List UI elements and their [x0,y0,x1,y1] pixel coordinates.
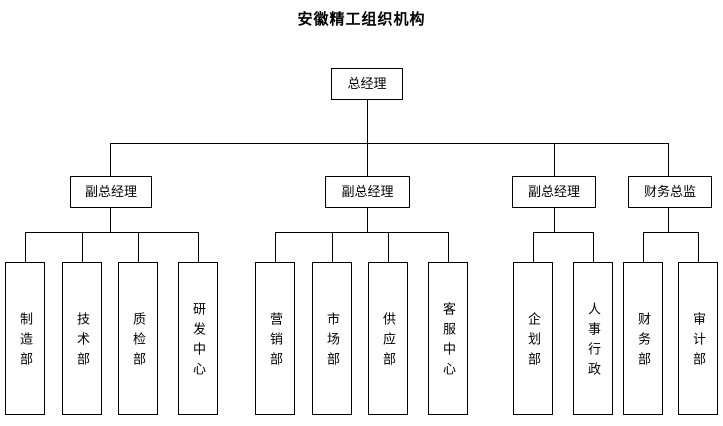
org-node-level2-3[interactable]: 财务总监 [628,176,712,208]
node-label: 人事行政 [585,301,600,382]
org-node-level3-3[interactable]: 研发中心 [178,262,218,415]
node-label: 市场部 [324,311,339,372]
connector-level2-stem-1 [367,208,368,232]
connector-level2-stem-0 [110,208,111,232]
connector-level2-drop-0 [110,143,111,176]
org-node-level3-5[interactable]: 市场部 [312,262,352,415]
connector-level2-drop-2 [554,143,555,176]
connector-child-drop-8 [533,232,534,262]
connector-level2-drop-3 [668,143,669,176]
node-label: 质检部 [130,311,145,372]
node-label: 副总经理 [341,184,394,200]
node-label: 总经理 [347,76,387,92]
node-label: 财务部 [635,311,650,372]
connector-child-drop-1 [82,232,83,262]
node-label: 技术部 [74,311,89,372]
connector-child-drop-5 [332,232,333,262]
connector-child-drop-11 [698,232,699,262]
org-node-level2-0[interactable]: 副总经理 [70,176,152,208]
connector-child-drop-0 [25,232,26,262]
org-node-level3-8[interactable]: 企划部 [513,262,553,415]
page-title: 安徽精工组织机构 [297,10,426,28]
connector-group-bus-0 [25,232,198,233]
connector-main-bus [110,143,668,144]
connector-child-drop-4 [275,232,276,262]
node-label: 审计部 [690,311,705,372]
connector-level2-drop-1 [367,143,368,176]
connector-child-drop-2 [138,232,139,262]
connector-level2-stem-2 [554,208,555,232]
org-node-level3-11[interactable]: 审计部 [678,262,718,415]
org-node-level3-10[interactable]: 财务部 [623,262,663,415]
org-node-level3-9[interactable]: 人事行政 [573,262,613,415]
node-label: 营销部 [267,311,282,372]
connector-group-bus-3 [643,232,698,233]
connector-level2-stem-3 [668,208,669,232]
connector-child-drop-6 [388,232,389,262]
org-node-level3-7[interactable]: 客服中心 [428,262,468,415]
org-node-level3-1[interactable]: 技术部 [62,262,102,415]
connector-child-drop-3 [198,232,199,262]
connector-child-drop-7 [448,232,449,262]
node-label: 研发中心 [190,301,205,382]
node-label: 副总经理 [84,184,137,200]
connector-child-drop-9 [593,232,594,262]
org-node-level3-6[interactable]: 供应部 [368,262,408,415]
node-label: 企划部 [525,311,540,372]
node-label: 客服中心 [440,301,455,382]
connector-root-drop [367,100,368,143]
node-label: 财务总监 [643,184,696,200]
connector-group-bus-1 [275,232,448,233]
org-node-level2-1[interactable]: 副总经理 [325,176,410,208]
connector-group-bus-2 [533,232,593,233]
org-node-general-manager[interactable]: 总经理 [331,68,403,100]
node-label: 副总经理 [527,184,580,200]
node-label: 制造部 [17,311,32,372]
org-node-level3-0[interactable]: 制造部 [5,262,45,415]
node-label: 供应部 [380,311,395,372]
org-node-level3-4[interactable]: 营销部 [255,262,295,415]
org-node-level2-2[interactable]: 副总经理 [512,176,596,208]
org-node-level3-2[interactable]: 质检部 [118,262,158,415]
connector-child-drop-10 [643,232,644,262]
